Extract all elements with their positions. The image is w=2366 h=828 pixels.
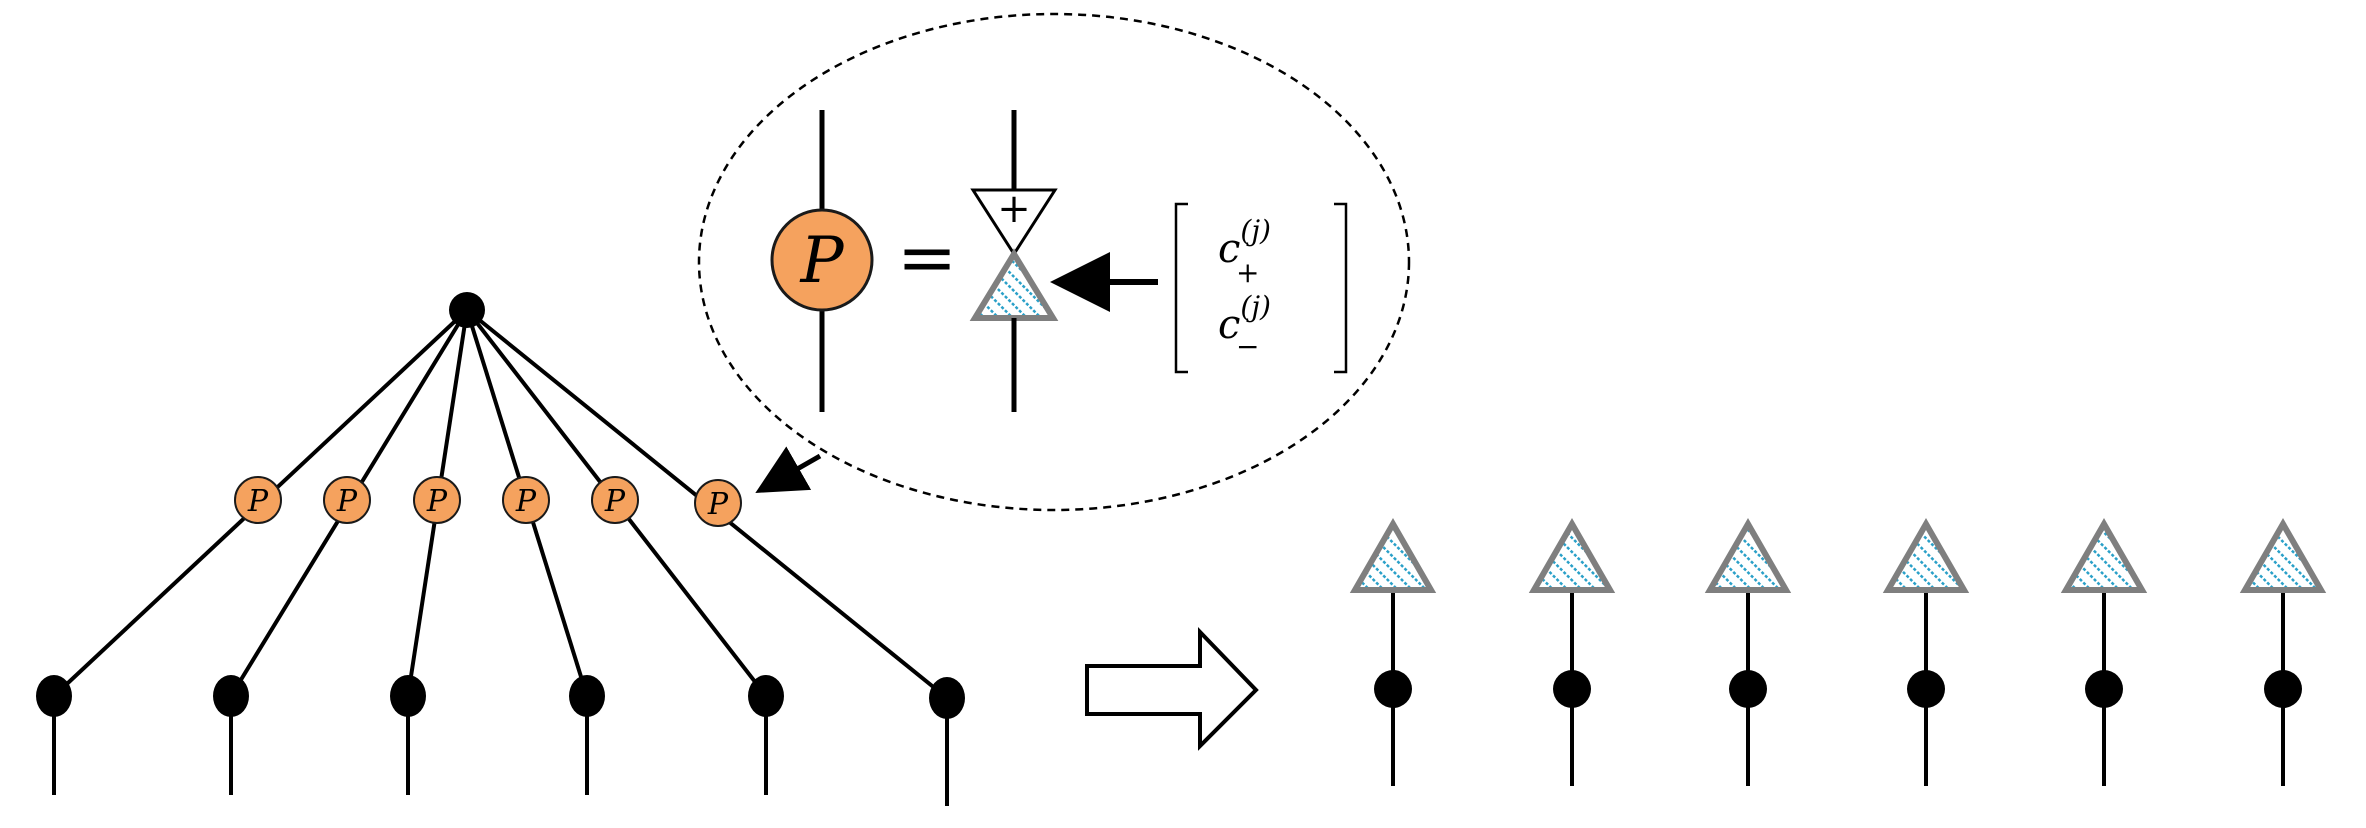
dashed-inset-ellipse [697, 12, 1411, 512]
projector-label: P [604, 484, 626, 519]
site-node [1374, 670, 1412, 708]
coefficient-plus: c(j) [1218, 214, 1271, 272]
inset-equals-sign: = [897, 215, 957, 299]
inset-pointer-arrow [755, 446, 822, 493]
coefficient-minus: c(j) [1218, 290, 1271, 348]
projector-definition-inset: P = + c(j) + c(j) − [697, 12, 1411, 512]
leaf-node [569, 675, 605, 717]
coefficient-triangle [2239, 517, 2327, 593]
projector-label: P [426, 484, 448, 519]
projector-node [323, 476, 371, 524]
projector-node [413, 476, 461, 524]
coefficient-plus-subscript: + [1236, 256, 1259, 289]
coefficient-triangle [1704, 517, 1792, 593]
right-product-state [1349, 517, 2327, 786]
site-node [2085, 670, 2123, 708]
transformation-arrow [1085, 627, 1259, 751]
plus-state-sign: + [997, 186, 1031, 232]
projector-label: P [247, 484, 269, 519]
site-node [2264, 670, 2302, 708]
projector-node [694, 479, 742, 527]
coefficient-vector: c(j) + c(j) − [1174, 202, 1348, 374]
coefficient-triangle [2060, 517, 2148, 593]
leaf-node [929, 677, 965, 719]
site-node [1729, 670, 1767, 708]
right-bracket [1334, 202, 1348, 374]
site-node [1553, 670, 1591, 708]
site-node [1907, 670, 1945, 708]
plus-state-triangle [970, 188, 1058, 257]
inset-p-tensor [770, 208, 874, 312]
leaf-node [390, 675, 426, 717]
projector-node [502, 476, 550, 524]
projector-node [591, 476, 639, 524]
projector-label: P [336, 484, 358, 519]
leaf-node [36, 675, 72, 717]
left-bracket [1174, 202, 1188, 374]
coefficient-triangle [1882, 517, 1970, 593]
coefficient-minus-subscript: − [1236, 330, 1259, 363]
projector-label: P [515, 484, 537, 519]
projector-node [234, 476, 282, 524]
coefficient-triangle [1528, 517, 1616, 593]
inset-p-label: P [799, 224, 844, 298]
coefficient-triangle [1349, 517, 1437, 593]
coefficient-triangle [969, 248, 1059, 321]
leaf-node [748, 675, 784, 717]
projector-label: P [707, 487, 729, 522]
leaf-node [213, 675, 249, 717]
root-node [449, 292, 485, 328]
